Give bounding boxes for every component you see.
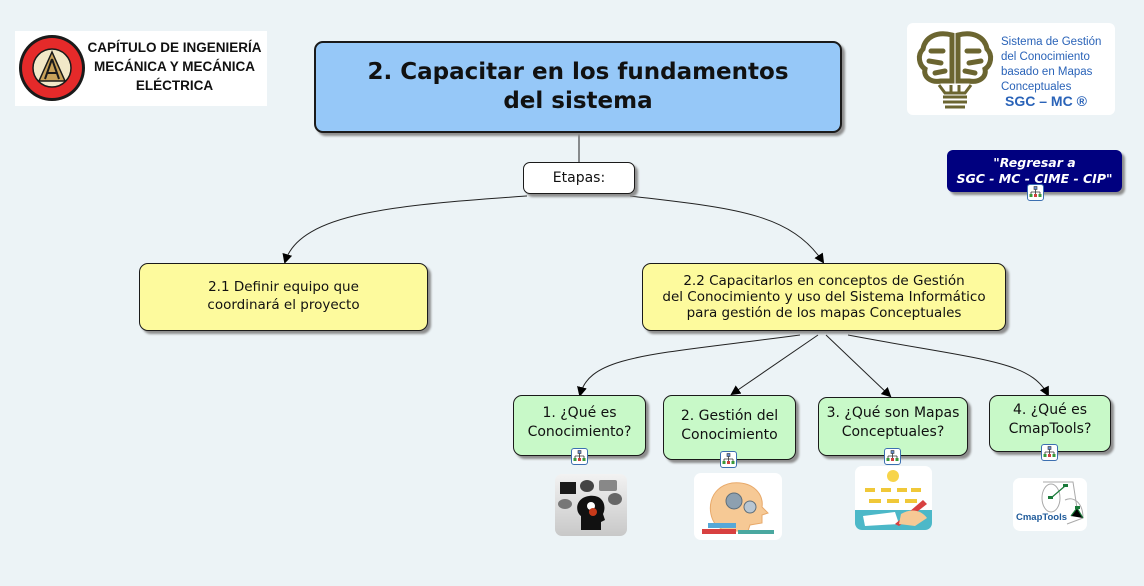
stage-2-line-2: del Conocimiento y uso del Sistema Infor…	[662, 288, 986, 305]
topic-node-que-es-cmaptools[interactable]: 4. ¿Qué es CmapTools?	[989, 395, 1111, 452]
brain-lightbulb-icon	[916, 31, 994, 109]
stage-node-2-2[interactable]: 2.2 Capacitarlos en conceptos de Gestión…	[642, 263, 1006, 331]
connector-stage-2-to-topic-4	[847, 334, 1049, 397]
cime-logo-line-1: CAPÍTULO DE INGENIERÍA	[87, 40, 262, 55]
return-button-line-1: "Regresar a	[993, 155, 1076, 170]
topic-node-que-son-mapas-conceptuales[interactable]: 3. ¿Qué son Mapas Conceptuales?	[818, 397, 968, 456]
head-gears-books-image[interactable]	[694, 473, 782, 540]
sgc-logo-line-3: basado en Mapas	[1001, 66, 1093, 78]
topic-3-line-2: Conceptuales?	[841, 423, 945, 440]
hand-drawing-concept-map-image[interactable]	[855, 466, 932, 530]
cime-logo-line-2: MECÁNICA Y MECÁNICA	[93, 59, 255, 74]
topic-1-line-2: Conocimiento?	[527, 423, 632, 440]
colegio-ingenieros-seal-icon	[19, 35, 85, 101]
cmaptools-logo-text: CmapTools	[1016, 512, 1068, 523]
stage-2-line-3: para gestión de los mapas Conceptuales	[686, 305, 962, 322]
linking-phrase-etapas[interactable]: Etapas:	[523, 162, 635, 194]
stage-1-line-2: coordinará el proyecto	[207, 297, 360, 313]
cime-logo-line-3: ELÉCTRICA	[135, 78, 214, 93]
stage-1-line-1: 2.1 Definir equipo que	[208, 279, 359, 296]
return-button-line-2: SGC - MC - CIME - CIP"	[956, 171, 1113, 186]
topic-3-line-1: 3. ¿Qué son Mapas	[826, 405, 960, 422]
cime-logo: CAPÍTULO DE INGENIERÍA MECÁNICA Y MECÁNI…	[15, 31, 267, 106]
cmap-link-icon[interactable]	[1041, 444, 1058, 461]
main-concept-line-1: 2. Capacitar en los fundamentos	[367, 59, 789, 86]
main-concept-node[interactable]: 2. Capacitar en los fundamentos del sist…	[314, 41, 842, 133]
cmap-link-icon[interactable]	[1027, 184, 1044, 201]
connector-etapas-to-stage-2	[629, 195, 825, 264]
stage-2-line-1: 2.2 Capacitarlos en conceptos de Gestión	[683, 272, 965, 289]
linking-phrase-text: Etapas:	[552, 169, 606, 186]
sgc-mc-logo: Sistema de Gestión del Conocimiento basa…	[907, 23, 1115, 115]
connector-stage-2-to-topic-2	[730, 334, 819, 396]
topic-2-line-1: 2. Gestión del	[680, 408, 779, 425]
topic-1-line-1: 1. ¿Qué es	[542, 405, 617, 422]
connector-stage-2-to-topic-3	[825, 334, 892, 398]
topic-node-que-es-conocimiento[interactable]: 1. ¿Qué es Conocimiento?	[513, 395, 646, 456]
stage-node-2-1[interactable]: 2.1 Definir equipo que coordinará el pro…	[139, 263, 428, 331]
sgc-logo-line-1: Sistema de Gestión	[1001, 36, 1102, 48]
topic-node-gestion-del-conocimiento[interactable]: 2. Gestión del Conocimiento	[663, 395, 796, 460]
main-concept-line-2: del sistema	[503, 88, 653, 114]
topic-4-line-1: 4. ¿Qué es	[1012, 402, 1088, 419]
sgc-brand: SGC – MC ®	[1005, 93, 1087, 109]
topic-4-line-2: CmapTools?	[1008, 420, 1092, 437]
sgc-logo-line-2: del Conocimiento	[1001, 51, 1090, 63]
topic-2-line-2: Conocimiento	[681, 426, 778, 443]
cmap-link-icon[interactable]	[571, 448, 588, 465]
cmaptools-logo-image[interactable]: CmapTools	[1013, 478, 1087, 531]
cmap-link-icon[interactable]	[720, 451, 737, 468]
cmap-link-icon[interactable]	[884, 448, 901, 465]
connector-etapas-to-stage-1	[282, 195, 528, 264]
sgc-logo-line-4: Conceptuales	[1001, 81, 1072, 93]
head-gears-speech-bubbles-image[interactable]	[555, 474, 627, 536]
connector-stage-2-to-topic-1	[577, 334, 801, 397]
